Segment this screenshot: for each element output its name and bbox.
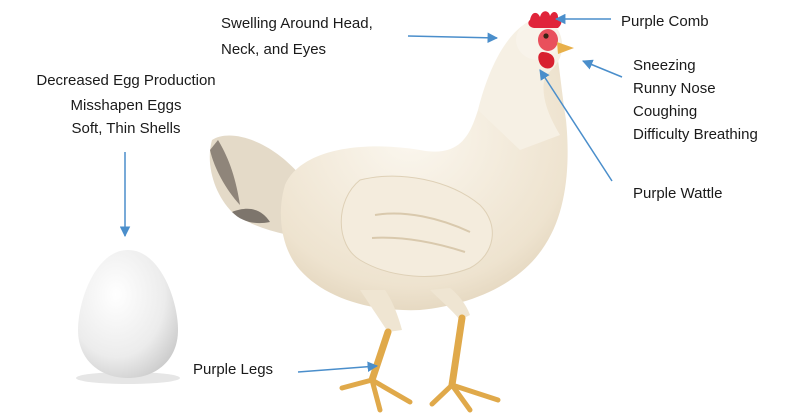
label-decreased-egg-production: Decreased Egg Production [16, 71, 236, 91]
label-respiratory: Sneezing Runny Nose Coughing Difficulty … [633, 56, 758, 145]
arrow-respiratory [583, 61, 622, 77]
label-legs: Purple Legs [193, 360, 273, 380]
label-comb: Purple Comb [621, 12, 709, 32]
hen-illustration [210, 11, 574, 410]
label-coughing: Coughing [633, 102, 758, 122]
arrow-head-swelling [408, 36, 497, 38]
label-head-swelling-line-1: Swelling Around Head, [221, 14, 373, 34]
label-difficulty-breathing: Difficulty Breathing [633, 125, 758, 145]
egg-illustration [76, 250, 180, 384]
label-wattle: Purple Wattle [633, 184, 722, 204]
label-head-swelling-line-2: Neck, and Eyes [221, 40, 373, 60]
label-misshapen-eggs: Misshapen Eggs [16, 96, 236, 116]
label-sneezing: Sneezing [633, 56, 758, 76]
label-soft-thin-shells: Soft, Thin Shells [16, 119, 236, 139]
arrow-legs [298, 366, 377, 372]
label-runny-nose: Runny Nose [633, 79, 758, 99]
label-egg-issues: Decreased Egg Production Misshapen Eggs … [16, 71, 236, 139]
label-head-swelling: Swelling Around Head, Neck, and Eyes [221, 14, 373, 60]
